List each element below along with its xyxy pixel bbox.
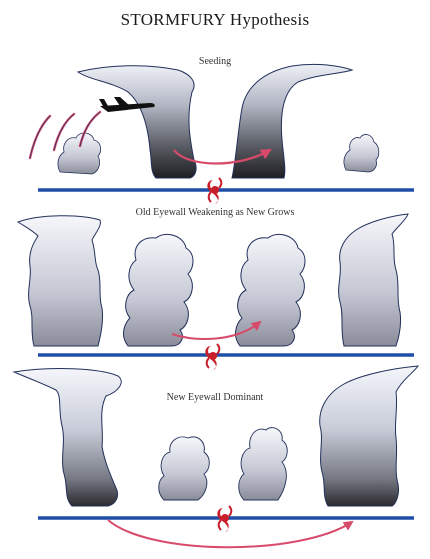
small-cumulus-left <box>58 133 101 174</box>
circulation-arrow <box>108 520 352 547</box>
panel-old-eyewall-weakening <box>18 214 414 370</box>
old-eyewall-cloud-left <box>124 234 193 346</box>
outer-cloud-left <box>18 216 103 346</box>
hurricane-symbol-icon <box>205 344 219 370</box>
panel-seeding <box>30 64 414 204</box>
eyewall-cloud-right <box>232 64 352 178</box>
panel-label-new-eyewall-dominant: New Eyewall Dominant <box>135 392 295 403</box>
small-cumulus-right <box>344 135 379 172</box>
inner-cloud-left <box>159 437 210 500</box>
old-eyewall-cloud-right <box>236 234 305 346</box>
outer-cloud-right <box>339 214 408 346</box>
inner-cloud-right <box>239 428 288 500</box>
new-eyewall-cloud-left <box>14 369 121 506</box>
new-eyewall-cloud-right <box>320 366 418 506</box>
panel-label-seeding: Seeding <box>165 56 265 67</box>
panel-label-old-eyewall-weakening: Old Eyewall Weakening as New Grows <box>105 207 325 218</box>
